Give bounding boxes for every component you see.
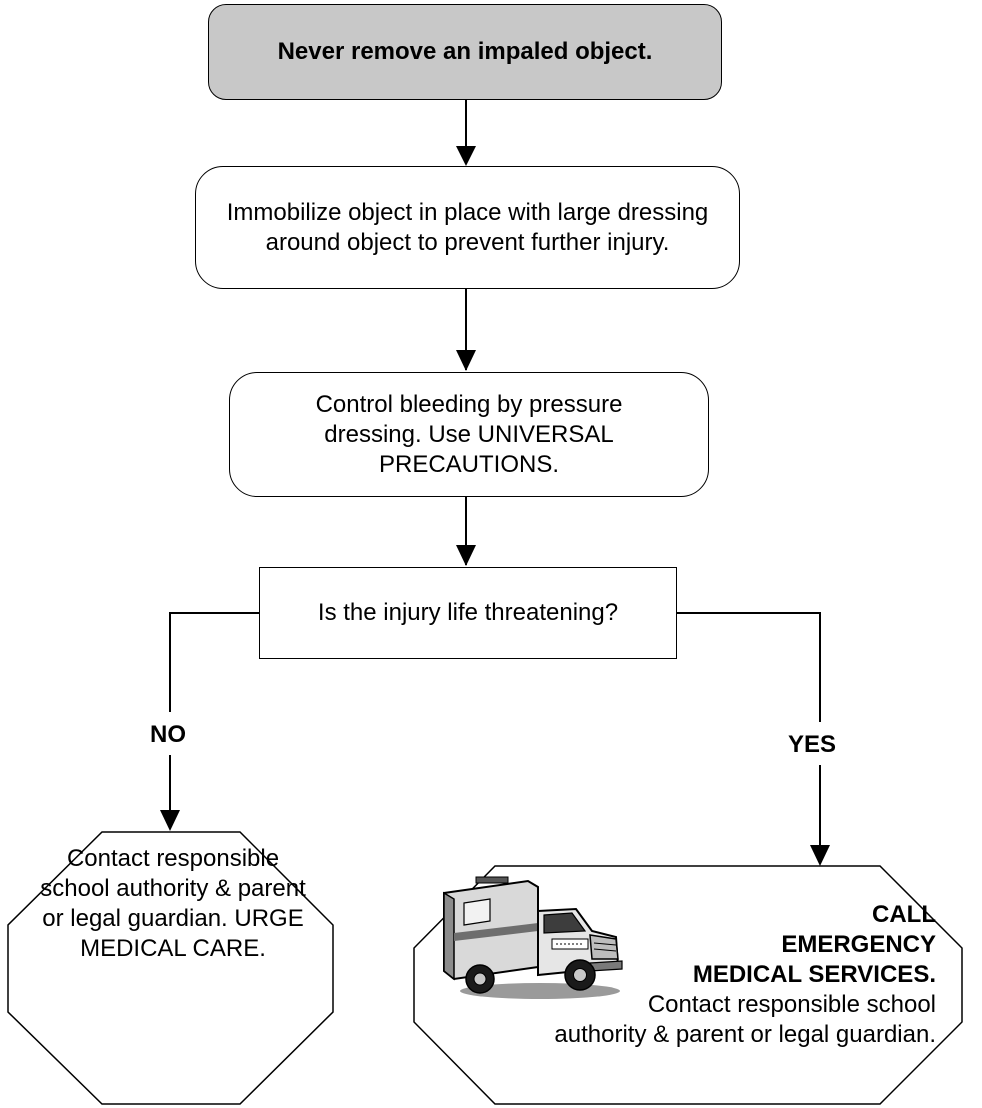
yes-outcome-text: CALL EMERGENCY MEDICAL SERVICES. Contact… bbox=[514, 900, 936, 1050]
octagon-no-outcome bbox=[7, 831, 334, 1105]
branch-yes-label: YES bbox=[788, 731, 837, 758]
yes-outcome-line-emergency: EMERGENCY bbox=[781, 931, 936, 958]
step-never-remove-text: Never remove an impaled object. bbox=[277, 38, 653, 65]
step-immobilize: Immobilize object in place with large dr… bbox=[195, 166, 740, 289]
step-immobilize-text: Immobilize object in place with large dr… bbox=[226, 198, 709, 256]
arrowhead-yes bbox=[810, 845, 830, 866]
ambulance-icon bbox=[443, 876, 623, 999]
arrowhead-step3 bbox=[456, 350, 476, 371]
arrowhead-question bbox=[456, 545, 476, 566]
arrowhead-no bbox=[160, 810, 180, 831]
connector-yes-top bbox=[677, 612, 821, 722]
branch-no-label: NO bbox=[150, 721, 186, 748]
step-control-bleeding-text: Control bleeding by pressure dressing. U… bbox=[315, 390, 623, 478]
yes-outcome-line-call: CALL bbox=[872, 901, 936, 928]
decision-life-threatening: Is the injury life threatening? bbox=[259, 567, 677, 659]
connector-no-top bbox=[169, 612, 259, 712]
step-never-remove: Never remove an impaled object. bbox=[208, 4, 722, 100]
decision-text: Is the injury life threatening? bbox=[317, 599, 619, 626]
yes-outcome-line-medical-services: MEDICAL SERVICES. bbox=[692, 961, 936, 988]
arrowhead-step2 bbox=[456, 146, 476, 166]
yes-outcome-line-contact: Contact responsible school bbox=[647, 991, 936, 1018]
yes-outcome-line-authority: authority & parent or legal guardian. bbox=[554, 1021, 936, 1048]
no-outcome-text: Contact responsible school authority & p… bbox=[40, 845, 306, 962]
step-control-bleeding: Control bleeding by pressure dressing. U… bbox=[229, 372, 709, 497]
